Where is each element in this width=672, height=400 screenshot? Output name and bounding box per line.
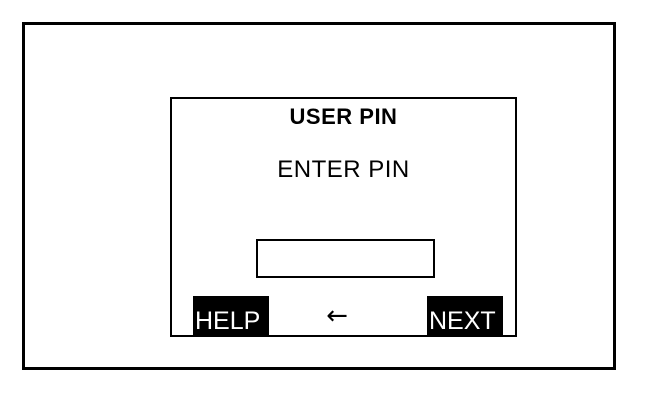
- help-button[interactable]: HELP: [193, 296, 269, 336]
- prompt-label: ENTER PIN: [277, 156, 410, 183]
- next-button[interactable]: NEXT: [427, 296, 503, 336]
- page-title: USER PIN: [289, 104, 398, 129]
- pin-input[interactable]: [256, 239, 435, 278]
- softkey-bar: HELP ← NEXT: [172, 296, 515, 337]
- device-frame: USER PIN ENTER PIN HELP ← NEXT: [22, 22, 616, 370]
- back-arrow-icon[interactable]: ←: [312, 296, 362, 336]
- screen-panel: USER PIN ENTER PIN HELP ← NEXT: [170, 97, 517, 337]
